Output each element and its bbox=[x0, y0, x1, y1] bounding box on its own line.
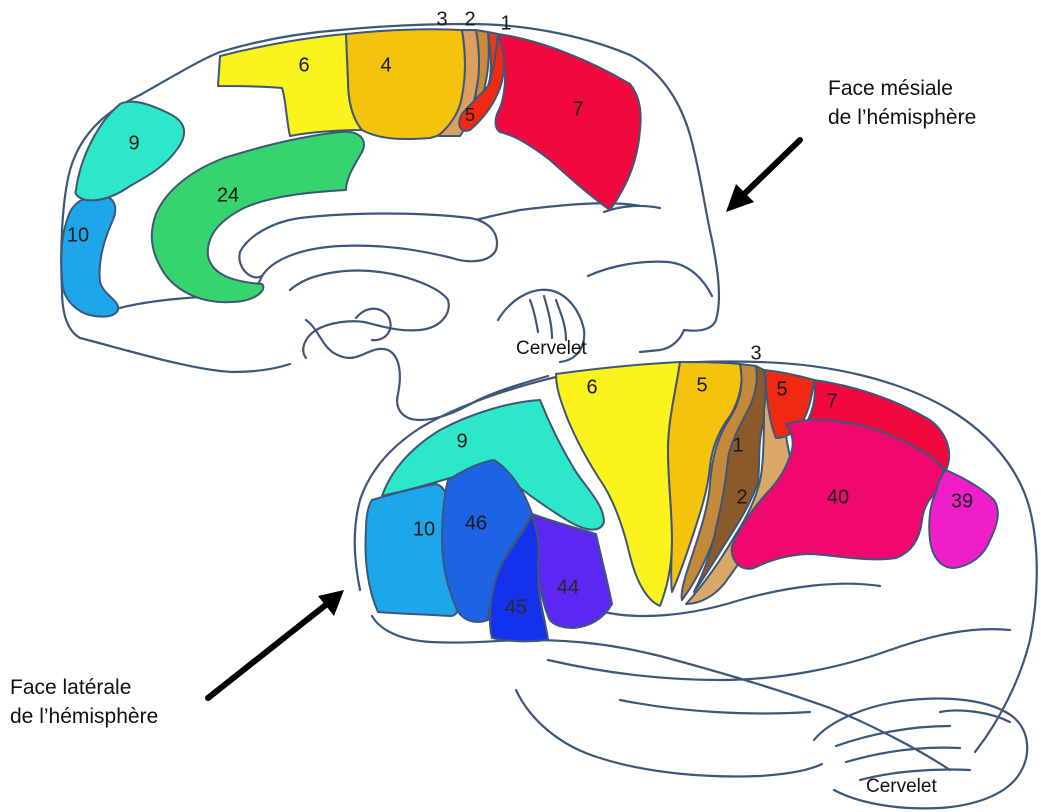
medial-area-4 bbox=[346, 29, 465, 139]
lateral-label-3: 3 bbox=[750, 342, 761, 364]
lateral-temporal-lower bbox=[516, 690, 822, 776]
lateral-temporal-outline bbox=[372, 616, 950, 770]
cervelet-medial-label: Cervelet bbox=[516, 338, 587, 359]
medial-caption: Face mésiale de l’hémisphère bbox=[828, 74, 976, 132]
lateral-its bbox=[620, 700, 810, 714]
lateral-label-45: 45 bbox=[505, 596, 527, 618]
medial-label-2: 2 bbox=[464, 8, 475, 30]
lateral-caption-line-1: Face latérale bbox=[10, 673, 158, 702]
medial-cerebellum-folia bbox=[530, 296, 566, 340]
medial-label-5: 5 bbox=[465, 105, 475, 125]
medial-label-24: 24 bbox=[217, 184, 239, 206]
medial-label-7: 7 bbox=[572, 98, 583, 120]
corpus-callosum bbox=[239, 214, 497, 278]
lateral-caption: Face latérale de l’hémisphère bbox=[10, 673, 158, 731]
lateral-label-46: 46 bbox=[465, 512, 487, 534]
lateral-area-44 bbox=[532, 514, 612, 628]
medial-area-6 bbox=[218, 34, 362, 136]
medial-label-1: 1 bbox=[500, 12, 511, 34]
medial-area-10 bbox=[61, 196, 118, 317]
medial-label-6: 6 bbox=[298, 54, 309, 76]
lateral-label-44: 44 bbox=[557, 576, 579, 598]
lateral-label-6: 6 bbox=[586, 376, 597, 398]
medial-orbital-line bbox=[232, 364, 290, 372]
lateral-label-7: 7 bbox=[826, 390, 837, 412]
lateral-label-10: 10 bbox=[413, 518, 435, 540]
lateral-label-2: 2 bbox=[736, 486, 747, 508]
medial-area-7 bbox=[496, 34, 641, 210]
medial-hemisphere bbox=[61, 24, 719, 420]
lateral-label-40: 40 bbox=[827, 486, 849, 508]
cervelet-lateral-label: Cervelet bbox=[866, 776, 937, 797]
arrow-lateral bbox=[208, 590, 344, 698]
lateral-caption-line-2: de l’hémisphère bbox=[10, 702, 158, 731]
medial-label-9: 9 bbox=[128, 132, 139, 154]
lateral-label-5: 5 bbox=[776, 378, 787, 400]
lateral-area-39 bbox=[929, 470, 998, 568]
medial-diencephalon bbox=[290, 271, 449, 358]
lateral-label-4: 5 bbox=[696, 374, 707, 396]
arrow-medial bbox=[726, 140, 800, 212]
medial-label-3: 3 bbox=[436, 8, 447, 30]
lateral-label-39: 39 bbox=[951, 490, 973, 512]
lateral-hemisphere bbox=[355, 362, 1037, 809]
medial-calcarine-sulcus bbox=[588, 262, 712, 296]
medial-label-4: 4 bbox=[380, 54, 391, 76]
medial-label-10: 10 bbox=[67, 224, 89, 246]
lateral-label-1: 1 bbox=[732, 434, 743, 456]
lateral-label-9: 9 bbox=[456, 430, 467, 452]
medial-caption-line-2: de l’hémisphère bbox=[828, 103, 976, 132]
lateral-sts bbox=[548, 629, 1010, 680]
medial-caption-line-1: Face mésiale bbox=[828, 74, 976, 103]
